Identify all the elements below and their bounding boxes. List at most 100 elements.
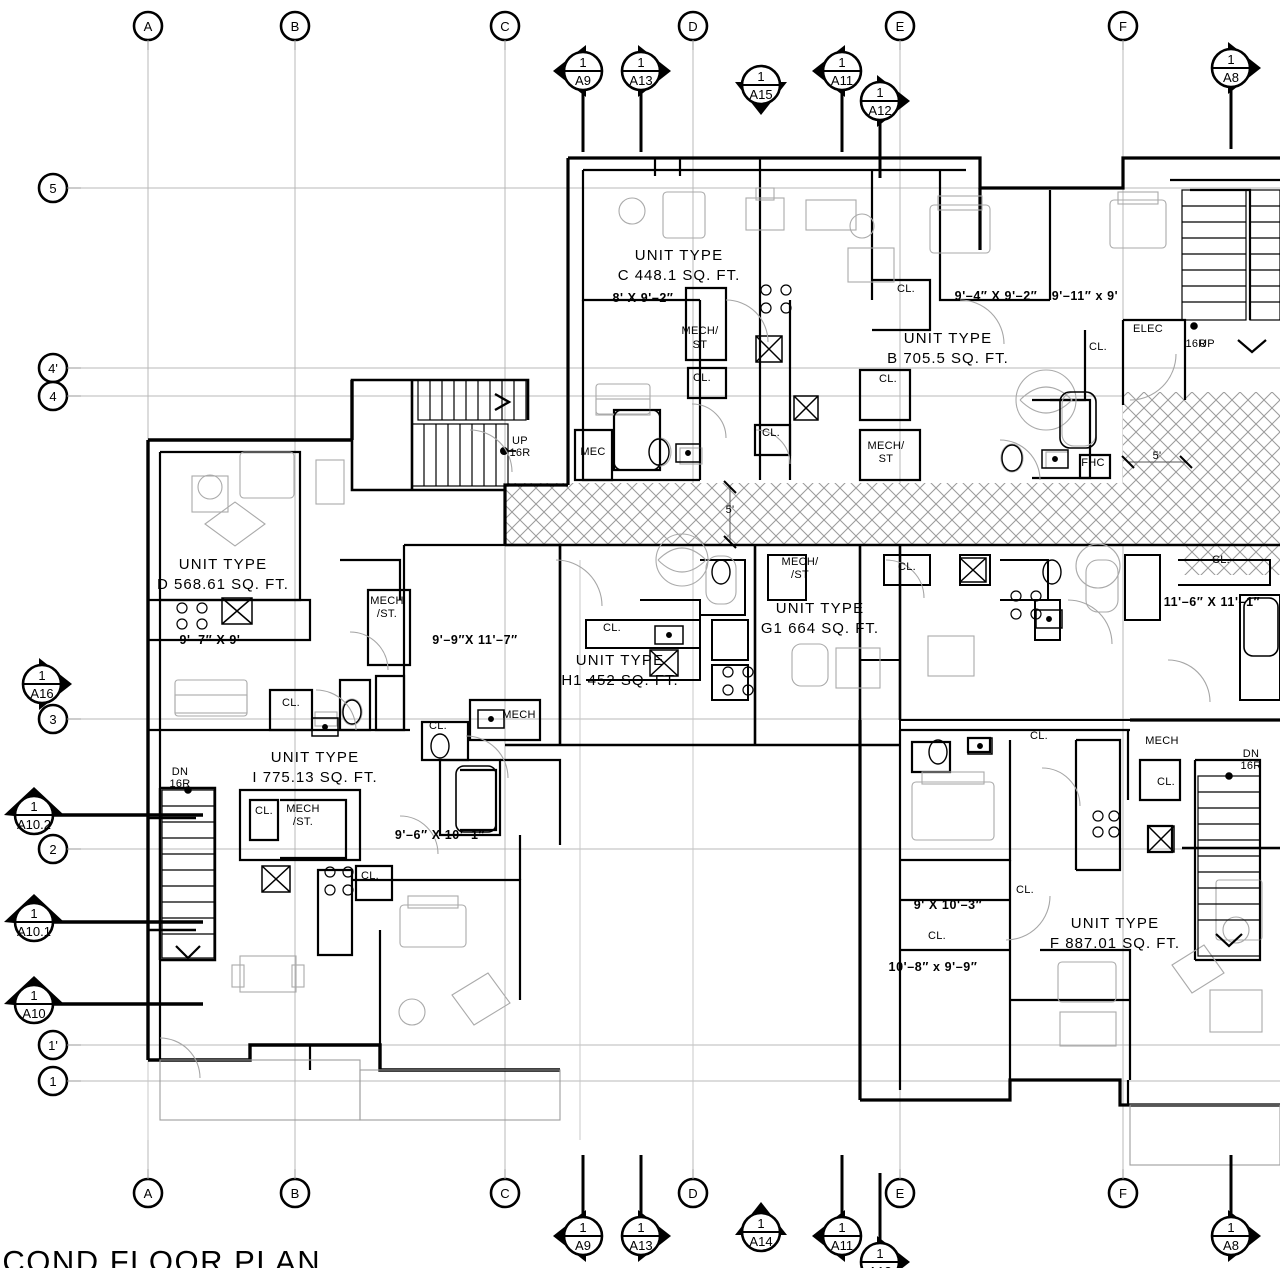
grid-bubble-B[interactable]: B [279,10,311,50]
room-dimension: 9'–9″X 11'–7″ [432,633,518,647]
room-tag: UP [512,435,528,447]
grid-bubble-label: C [500,19,509,34]
room-tag: CL. [1089,341,1107,353]
room-tag: ST [879,453,894,465]
room-tag: CL. [282,697,300,709]
room-tag: UP [1199,338,1215,350]
room-tag: MECH [370,595,404,607]
grid-bubble-D[interactable]: D [677,1169,709,1209]
room-tag: CL. [255,805,273,817]
section-marker-sheet: A13 [629,73,652,88]
section-marker-sheet: A8 [1223,70,1239,85]
grid-bubble-A[interactable]: A [132,10,164,50]
room-tag: 16R [169,778,190,790]
room-tag: MECH/ [682,325,720,337]
room-tag: CL. [429,720,447,732]
unit-label-title: UNIT TYPE [271,749,360,766]
room-tag: CL. [762,427,780,439]
grid-bubble-label: B [291,19,300,34]
grid-bubble-2[interactable]: 2 [37,833,81,865]
furniture-symbols [174,187,1263,1047]
grid-bubble-label: 5 [49,181,56,196]
unit-label-title: UNIT TYPE [776,600,865,617]
grid-bubble-1p[interactable]: 1' [37,1029,81,1061]
section-marker-a9[interactable]: 1A9 [553,45,604,152]
section-marker-sheet: A10.2 [17,817,51,832]
grid-bubble-A[interactable]: A [132,1169,164,1209]
grid-bubble-label: E [896,1186,905,1201]
grid-bubble-E[interactable]: E [884,1169,916,1209]
unit-label-area: F 887.01 SQ. FT. [1050,935,1180,952]
grid-bubble-5[interactable]: 5 [37,172,81,204]
section-marker-number: 1 [757,1216,764,1231]
grid-bubble-label: 1 [49,1074,56,1089]
unit-label-area: H1 452 SQ. FT. [561,672,678,689]
room-tag: /ST. [293,816,313,828]
room-dimension: 9'–11″ x 9' [1052,289,1119,303]
room-tag: CL. [693,372,711,384]
section-marker-sheet: A12 [868,103,891,118]
grid-bubble-label: 2 [49,842,56,857]
grid-bubble-label: C [500,1186,509,1201]
room-tag: MECH/ [782,556,820,568]
room-tag: 5' [726,504,735,516]
room-tag: /ST [791,569,809,581]
grid-bubble-F[interactable]: F [1107,10,1139,50]
grid-bubble-C[interactable]: C [489,10,521,50]
grid-bubble-C[interactable]: C [489,1169,521,1209]
room-dimension-labels: 8' X 9'–2″9'–4″ X 9'–2″9'–11″ x 9'9'–7″ … [179,289,1260,974]
section-marker-a8[interactable]: 1A8 [1210,1155,1261,1262]
door-swings [159,299,1211,1079]
unit-label-area: G1 664 SQ. FT. [761,620,879,637]
grid-bubble-B[interactable]: B [279,1169,311,1209]
room-tag: 5' [1153,450,1162,462]
grid-bubble-3[interactable]: 3 [37,703,81,735]
grid-bubble-E[interactable]: E [884,10,916,50]
section-marker-number: 1 [637,1220,644,1235]
plumbing-fixtures [176,284,1279,896]
section-marker-number: 1 [579,55,586,70]
section-marker-sheet: A9 [575,73,591,88]
grid-bubble-F[interactable]: F [1107,1169,1139,1209]
section-marker-sheet: A13 [629,1238,652,1253]
room-tag: MECH/ [868,440,906,452]
unit-label-area: B 705.5 SQ. FT. [887,350,1009,367]
room-tag-labels: MECH/STCL.CL.MECUP16RCL.CL.CL.MECH/STELE… [169,283,1261,942]
room-tag: DN [172,766,189,778]
grid-bubble-4[interactable]: 4 [37,380,81,412]
room-tag: 16R [1185,338,1206,350]
grid-bubble-label: D [688,19,697,34]
section-marker-number: 1 [876,1246,883,1261]
grid-bubble-label: 1' [48,1038,58,1053]
grid-bubble-label: E [896,19,905,34]
room-dimension: 10'–8″ x 9'–9″ [889,960,978,974]
room-tag: CL. [361,870,379,882]
section-marker-sheet: A16 [30,686,53,701]
grid-bubble-D[interactable]: D [677,10,709,50]
section-marker-a8[interactable]: 1A8 [1210,42,1261,149]
section-marker-number: 1 [30,799,37,814]
grid-bubble-label: 3 [49,712,56,727]
section-marker-number: 1 [876,85,883,100]
dimension-lines [723,455,1193,549]
grid-bubble-1[interactable]: 1 [37,1065,81,1097]
room-dimension: 11'–6″ X 11'–1″ [1164,595,1260,609]
section-marker-a9[interactable]: 1A9 [553,1155,604,1262]
